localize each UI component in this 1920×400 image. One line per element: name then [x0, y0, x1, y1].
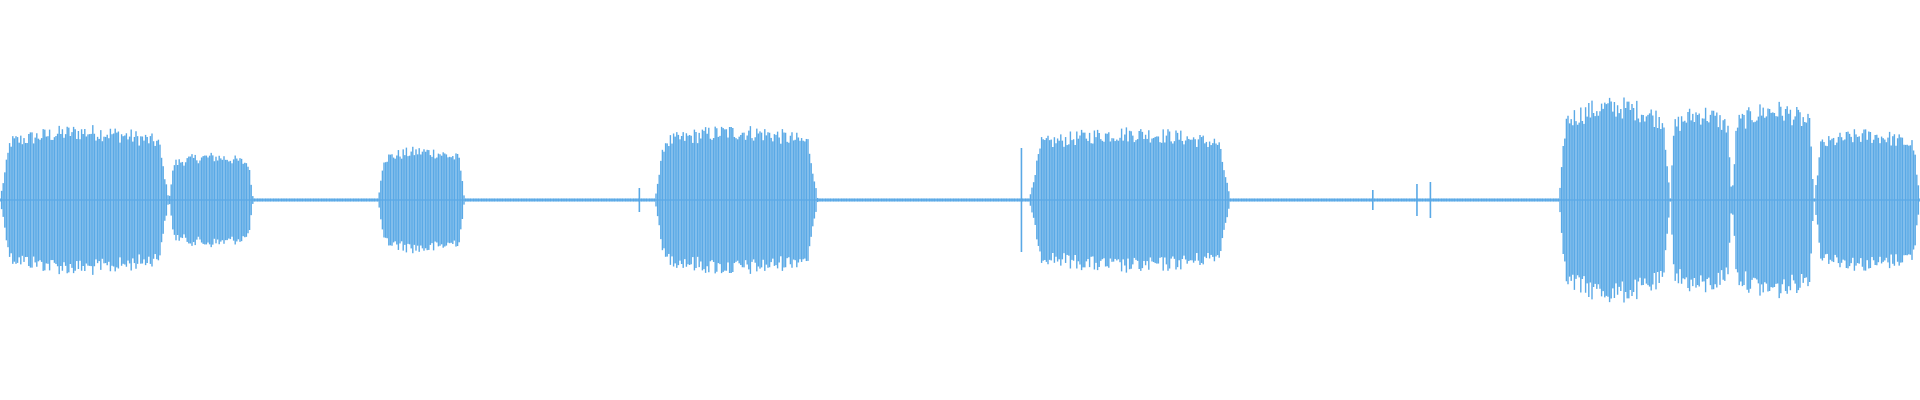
waveform-bars [0, 97, 1920, 303]
